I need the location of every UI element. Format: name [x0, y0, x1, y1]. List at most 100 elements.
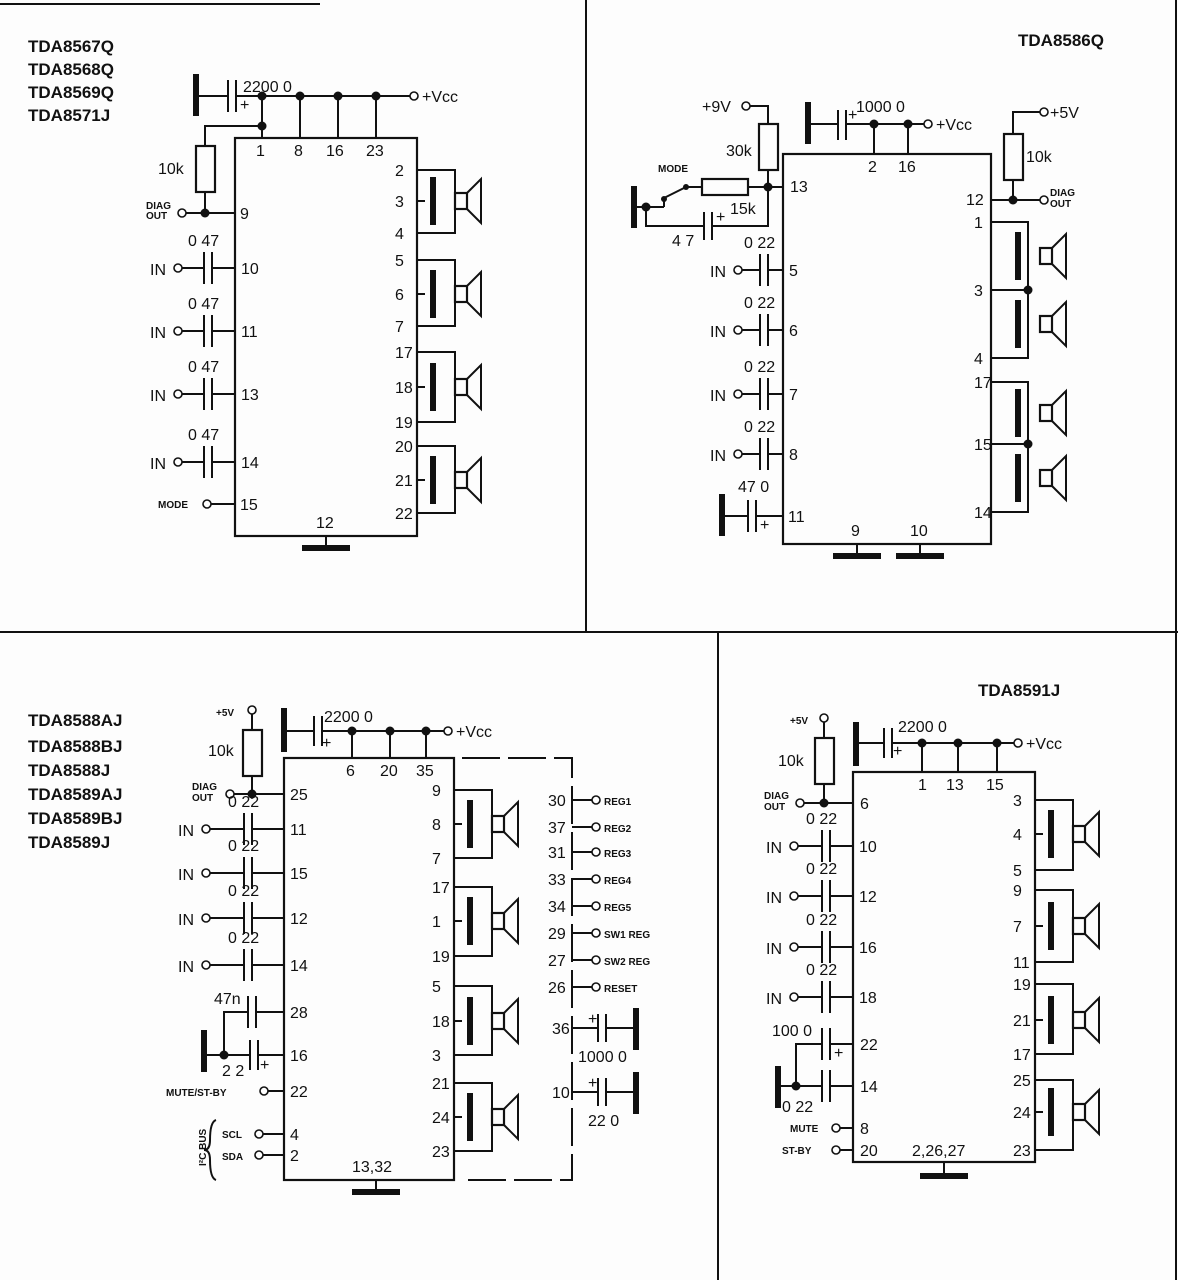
diagram-tda8591j: TDA8591J + 2200 0 +Vcc 1 13 15 +5V 10k D…	[764, 681, 1100, 1179]
part-number: TDA8589J	[28, 833, 110, 852]
part-number: TDA8589AJ	[28, 785, 123, 804]
pin-number: 16	[898, 159, 916, 176]
pin-number: 25	[290, 787, 308, 804]
pin-number: 19	[1013, 977, 1031, 994]
resistor	[700, 177, 750, 197]
reg-label: REG3	[604, 849, 632, 860]
part-number: TDA8589BJ	[28, 809, 123, 828]
ic-body	[781, 152, 993, 546]
scl-terminal	[254, 1129, 264, 1139]
diag-out-terminal	[177, 208, 187, 218]
pin-number: 6	[860, 796, 869, 813]
pin-number: 6	[346, 763, 355, 780]
speaker-icon	[1038, 314, 1054, 334]
pin-number: 14	[974, 505, 992, 522]
cap-value: 2 2	[222, 1063, 244, 1080]
pin-number: 20	[395, 439, 413, 456]
part-number: TDA8568Q	[28, 60, 114, 79]
pin-number: 9	[1013, 883, 1022, 900]
pin-number: 11	[290, 822, 307, 839]
speaker-cone	[503, 996, 519, 1046]
pin-number: 3	[432, 1048, 441, 1065]
pin-number: 16	[290, 1048, 308, 1065]
cap-value: 0 47	[188, 359, 219, 376]
pin-number: 26	[548, 980, 566, 997]
cap-value: 2200 0	[898, 719, 947, 736]
speaker-icon	[490, 814, 506, 834]
cap-value: 1000 0	[578, 1049, 627, 1066]
resistor-value: 10k	[208, 743, 235, 760]
pin-number: 5	[395, 253, 404, 270]
cap-value: 0 22	[744, 419, 775, 436]
part-number: TDA8588BJ	[28, 737, 123, 756]
vcc-label: +Vcc	[936, 117, 972, 134]
diagram-tda8586q: TDA8586Q + 1000 0 +Vcc 2 16 +9V 30k 13 1…	[631, 31, 1104, 559]
speaker-cone	[466, 269, 482, 319]
svg-text:+: +	[834, 1045, 843, 1062]
speaker-cone	[1051, 231, 1067, 281]
pin-number: 11	[1013, 955, 1030, 972]
resistor	[194, 144, 217, 194]
cap-value: 0 47	[188, 427, 219, 444]
sda-terminal	[254, 1150, 264, 1160]
speaker-cone	[466, 176, 482, 226]
pin-number: 4	[1013, 827, 1022, 844]
vcc-terminal	[1013, 738, 1023, 748]
pin-number: 13,32	[352, 1159, 392, 1176]
input-terminal	[789, 891, 799, 901]
svg-text:+: +	[760, 517, 769, 534]
in-label: IN	[178, 867, 194, 884]
speaker-icon	[1071, 1010, 1087, 1030]
pin-number: 17	[432, 880, 450, 897]
reg-label: SW1 REG	[604, 930, 650, 941]
pin-number: 6	[789, 323, 798, 340]
cap-value: 0 22	[228, 883, 259, 900]
svg-text:+: +	[240, 97, 249, 114]
cap-value: 47 0	[738, 479, 769, 496]
cap-value: 22 0	[588, 1113, 619, 1130]
part-number: TDA8571J	[28, 106, 110, 125]
input-terminal	[789, 841, 799, 851]
input-terminal	[201, 868, 211, 878]
part-number: TDA8591J	[978, 681, 1060, 700]
cap-value: 47n	[214, 991, 241, 1008]
ic-body	[851, 770, 1037, 1164]
pin-number: 3	[395, 194, 404, 211]
cap-value: 1000 0	[856, 99, 905, 116]
pin-number: 18	[395, 380, 413, 397]
pin-number: 12	[859, 889, 877, 906]
mode-switch	[663, 186, 687, 199]
in-label: IN	[150, 262, 166, 279]
reg-label: REG5	[604, 903, 632, 914]
cap-value: 0 22	[744, 359, 775, 376]
ic-body	[233, 136, 419, 538]
diag-label: OUT	[1050, 199, 1071, 210]
mode-label: MODE	[658, 164, 688, 175]
in-label: IN	[766, 941, 782, 958]
pin-number: 22	[395, 506, 413, 523]
vcc-label: +Vcc	[456, 724, 492, 741]
pin-number: 12	[290, 911, 308, 928]
pin-number: 5	[789, 263, 798, 280]
cap-value: 0 22	[806, 811, 837, 828]
reg-label: SW2 REG	[604, 957, 650, 968]
pin-number: 30	[548, 793, 566, 810]
speaker-cone	[466, 455, 482, 505]
reg-terminal	[591, 847, 601, 857]
speaker-icon	[1071, 1102, 1087, 1122]
plus5v-terminal	[247, 705, 257, 715]
cap-value: 0 22	[806, 861, 837, 878]
pin-number: 11	[788, 509, 805, 526]
input-terminal	[201, 960, 211, 970]
mute-label: MUTE	[790, 1124, 819, 1135]
pin-number: 8	[432, 817, 441, 834]
pin-number: 36	[552, 1021, 570, 1038]
supply-label: +5V	[790, 716, 808, 727]
svg-text:+: +	[260, 1057, 269, 1074]
pin-number: 12	[966, 192, 984, 209]
pin-number: 23	[1013, 1143, 1031, 1160]
speaker-cone	[1084, 995, 1100, 1045]
pin-number: 29	[548, 926, 566, 943]
diagram-tda8588aj: TDA8588AJ TDA8588BJ TDA8588J TDA8589AJ T…	[28, 705, 650, 1195]
